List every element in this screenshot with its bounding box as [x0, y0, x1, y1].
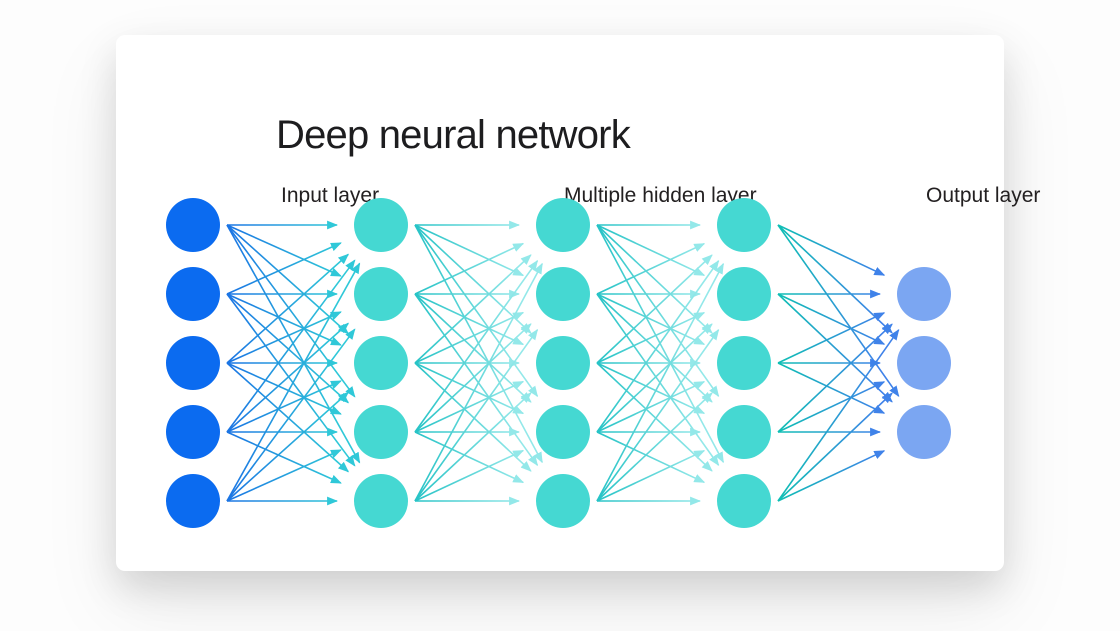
hidden-layer-1-node — [354, 198, 408, 252]
connection-arrow — [226, 262, 361, 502]
connection-arrow — [596, 259, 720, 433]
connection-arrow — [226, 259, 356, 433]
connection-arrow — [777, 312, 886, 364]
output-layer-label: Output layer — [926, 184, 1041, 207]
connection-arrow — [596, 392, 713, 502]
hidden-layer-3-node — [717, 267, 771, 321]
connection-arrow — [226, 449, 342, 502]
connection-arrow — [596, 293, 706, 346]
connection-arrow — [226, 293, 342, 346]
connection-arrow — [226, 224, 356, 398]
connection-arrow — [226, 322, 350, 433]
connection-arrow — [777, 293, 893, 403]
connection-arrow — [414, 293, 539, 467]
connection-arrow — [226, 431, 342, 484]
output-layer-node — [897, 405, 951, 459]
connection-arrow — [596, 328, 720, 502]
connection-arrow — [414, 242, 525, 295]
connection-arrow — [414, 262, 543, 502]
connection-arrow — [414, 449, 525, 502]
hidden-layer-label: Multiple hidden layer — [564, 184, 757, 207]
hidden-layer-3-node — [717, 336, 771, 390]
connection-arrow — [414, 392, 532, 502]
hidden-layer-1-node — [354, 405, 408, 459]
connection-arrow — [226, 380, 342, 433]
connection-arrow — [777, 293, 886, 345]
connection-arrow — [777, 224, 886, 276]
input-layer-label: Input layer — [281, 184, 380, 207]
connection-arrow — [414, 328, 539, 502]
input-layer-node — [166, 198, 220, 252]
connection-arrow — [226, 391, 350, 502]
connection-arrow — [414, 362, 532, 472]
connection-arrow — [414, 431, 525, 484]
connection-arrow — [596, 362, 713, 472]
hidden-layer-1-node — [354, 336, 408, 390]
connection-arrow — [414, 311, 525, 364]
connection-arrow — [414, 254, 532, 364]
connection-arrow — [596, 224, 713, 334]
connection-arrow — [226, 242, 342, 295]
page-title: Deep neural network — [276, 113, 631, 157]
input-layer-node — [166, 405, 220, 459]
connection-arrow — [596, 262, 725, 502]
connection-arrow — [596, 311, 706, 364]
connection-arrow — [226, 253, 350, 364]
connection-arrow — [777, 224, 893, 334]
input-layer-node — [166, 474, 220, 528]
connection-arrow — [414, 259, 539, 433]
connection-arrow — [226, 224, 350, 335]
connection-arrow — [777, 329, 900, 502]
hidden-layer-3-node — [717, 405, 771, 459]
connection-arrow — [777, 381, 886, 433]
connection-arrow — [414, 293, 525, 346]
connection-arrow — [596, 293, 720, 467]
connection-arrow — [414, 323, 532, 433]
connection-arrow — [414, 293, 532, 403]
connection-arrow — [596, 224, 720, 398]
connection-arrow — [596, 431, 706, 484]
connection-arrow — [596, 323, 713, 433]
connection-arrow — [414, 380, 525, 433]
output-layer-node — [897, 267, 951, 321]
connection-arrow — [414, 224, 525, 277]
hidden-layer-3-node — [717, 198, 771, 252]
hidden-layer-1-node — [354, 267, 408, 321]
connection-arrow — [414, 362, 525, 415]
connection-arrow — [777, 224, 900, 397]
connection-arrow — [596, 254, 713, 364]
connection-arrow — [596, 242, 706, 295]
connection-arrow — [777, 323, 893, 433]
connection-arrow — [596, 362, 706, 415]
connection-arrow — [226, 293, 356, 467]
hidden-layer-2-node — [536, 198, 590, 252]
connection-arrow — [777, 392, 893, 502]
connection-arrow — [226, 328, 356, 502]
connection-arrow — [596, 224, 706, 277]
connection-arrow — [226, 362, 342, 415]
hidden-layer-2-node — [536, 336, 590, 390]
connection-arrow — [777, 450, 886, 502]
connection-arrow — [596, 380, 706, 433]
input-layer-node — [166, 336, 220, 390]
connection-arrow — [777, 362, 886, 414]
connection-arrow — [414, 224, 532, 334]
hidden-layer-2-node — [536, 405, 590, 459]
connection-arrow — [226, 311, 342, 364]
hidden-layer-1-node — [354, 474, 408, 528]
output-layer-node — [897, 336, 951, 390]
connection-arrow — [226, 224, 342, 277]
connection-arrow — [414, 224, 539, 398]
connection-arrow — [596, 449, 706, 502]
connection-arrow — [226, 293, 350, 404]
connection-arrow — [226, 362, 350, 473]
input-layer-node — [166, 267, 220, 321]
connection-arrow — [596, 293, 713, 403]
hidden-layer-2-node — [536, 267, 590, 321]
hidden-layer-2-node — [536, 474, 590, 528]
hidden-layer-3-node — [717, 474, 771, 528]
